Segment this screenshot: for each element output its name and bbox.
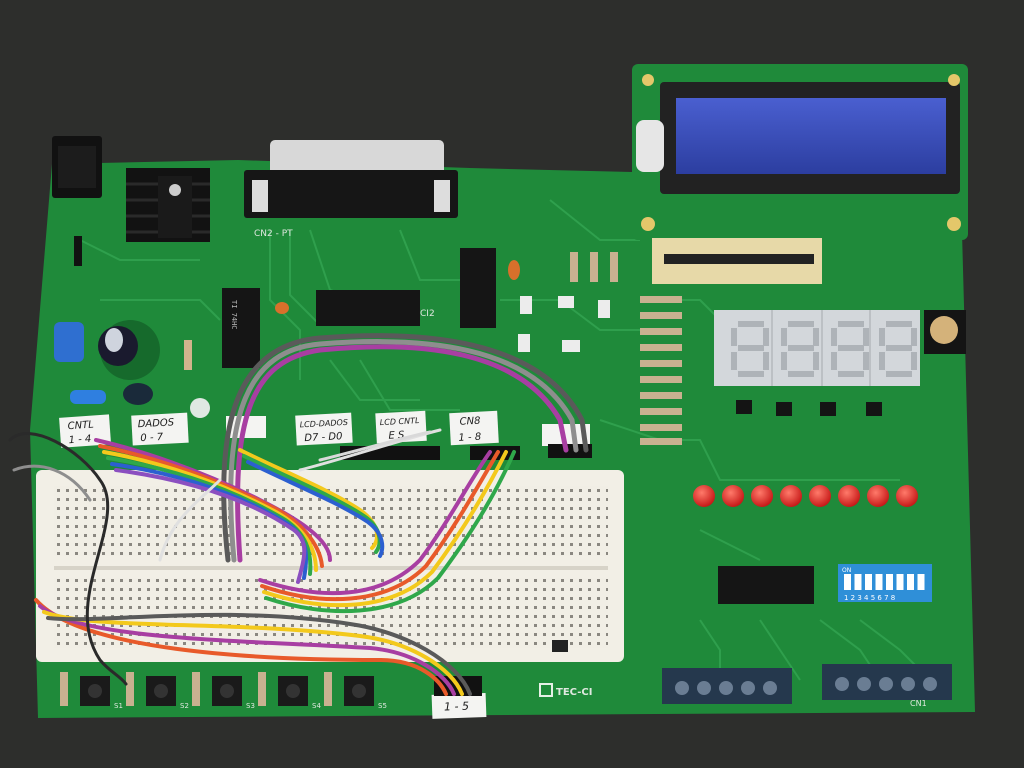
led-row <box>693 485 918 507</box>
button-label: S5 <box>378 702 387 710</box>
dip-on-label: ON <box>842 567 851 574</box>
lcd-screen <box>676 98 946 174</box>
button-resistor <box>192 672 200 706</box>
label-cn8: CN8 <box>459 416 480 428</box>
button-resistor <box>324 672 332 706</box>
resistor <box>184 340 192 370</box>
svg-text:CI2: CI2 <box>420 309 435 319</box>
cn2-label: CN2 - PT <box>254 229 293 239</box>
dip-switch-key[interactable] <box>844 574 851 590</box>
label-lcd-dados: LCD-DADOS <box>299 418 348 430</box>
seven-segment-display <box>714 310 920 386</box>
ic-74hc-left: TI 74HC <box>222 288 260 368</box>
blue-capacitor <box>54 322 84 362</box>
red-led <box>693 485 715 507</box>
ic-upper-right-dip <box>460 248 496 328</box>
dip-switch-key[interactable] <box>886 574 893 590</box>
dip-switch-key[interactable] <box>875 574 883 590</box>
label-lcd-cntl-range: E S <box>388 430 405 442</box>
label-cntl-range: 1 - 4 <box>68 434 91 447</box>
dip-switch-key[interactable] <box>865 574 872 590</box>
lcd-module <box>632 64 968 284</box>
dip-switch-key[interactable] <box>854 574 862 590</box>
push-button-cap[interactable] <box>154 684 168 698</box>
dip-switch-key[interactable] <box>896 574 904 590</box>
button-resistor <box>258 672 266 706</box>
label-lcd-dados-range: D7 - D0 <box>304 431 343 444</box>
dip-switch-key[interactable] <box>917 574 925 590</box>
jumpers <box>518 296 610 352</box>
push-button-cap[interactable] <box>286 684 300 698</box>
ceramic-cap <box>508 260 520 280</box>
db25-connector: CN2 - PT <box>244 140 458 239</box>
potentiometer <box>924 310 966 354</box>
cn1-label: CN1 <box>910 699 927 708</box>
red-led <box>751 485 773 507</box>
red-led <box>896 485 918 507</box>
label-bottom-range: 1 - 5 <box>444 700 469 714</box>
small-capacitor <box>123 383 153 405</box>
voltage-regulator <box>126 168 210 242</box>
button-label: S4 <box>312 702 321 710</box>
red-led <box>722 485 744 507</box>
ribbon-cables <box>8 333 589 696</box>
push-button-row: S1 S2 S3 S4 S5 <box>60 672 387 710</box>
tec-ci-logo: TEC-CI <box>539 683 592 698</box>
button-label: S3 <box>246 702 255 710</box>
button-label: S1 <box>114 702 123 710</box>
diode <box>74 236 82 266</box>
svg-text:TI 74HC: TI 74HC <box>230 300 238 330</box>
push-button-cap[interactable] <box>88 684 102 698</box>
resistors-top <box>570 252 618 282</box>
button-resistor <box>126 672 134 706</box>
push-button-cap[interactable] <box>352 684 366 698</box>
label-dados: DADOS <box>137 417 175 430</box>
label-dados-range: 0 - 7 <box>140 432 164 444</box>
red-led <box>867 485 889 507</box>
push-button-cap[interactable] <box>220 684 234 698</box>
label-cntl: CNTL <box>67 419 94 432</box>
tape-labels: CNTL 1 - 4 DADOS 0 - 7 LCD-DADOS D7 - D0… <box>59 410 590 719</box>
dip-numbers: 1 2 3 4 5 6 7 8 <box>844 594 895 602</box>
terminal-blocks: CN1 <box>662 664 952 708</box>
transistors <box>736 400 882 416</box>
red-led <box>809 485 831 507</box>
label-lcd-cntl: LCD CNTL <box>380 416 420 427</box>
logo-text: TEC-CI <box>556 687 592 698</box>
clear-led <box>190 398 210 418</box>
dip-switch: ON 1 2 3 4 5 6 7 8 <box>838 564 932 602</box>
button-resistor <box>60 672 68 706</box>
ceramic-cap-2 <box>275 302 289 314</box>
red-led <box>838 485 860 507</box>
electrolytic-capacitor <box>98 320 160 380</box>
ic-bottom-dip <box>718 566 814 604</box>
dip-switch-key[interactable] <box>907 574 914 590</box>
button-label: S2 <box>180 702 189 710</box>
power-jack <box>52 136 102 198</box>
blue-capacitor-2 <box>70 390 106 404</box>
ic-center-dip: CI2 <box>316 290 435 326</box>
red-led <box>780 485 802 507</box>
resistor-column <box>640 296 682 445</box>
label-cn8-range: 1 - 8 <box>458 432 481 444</box>
